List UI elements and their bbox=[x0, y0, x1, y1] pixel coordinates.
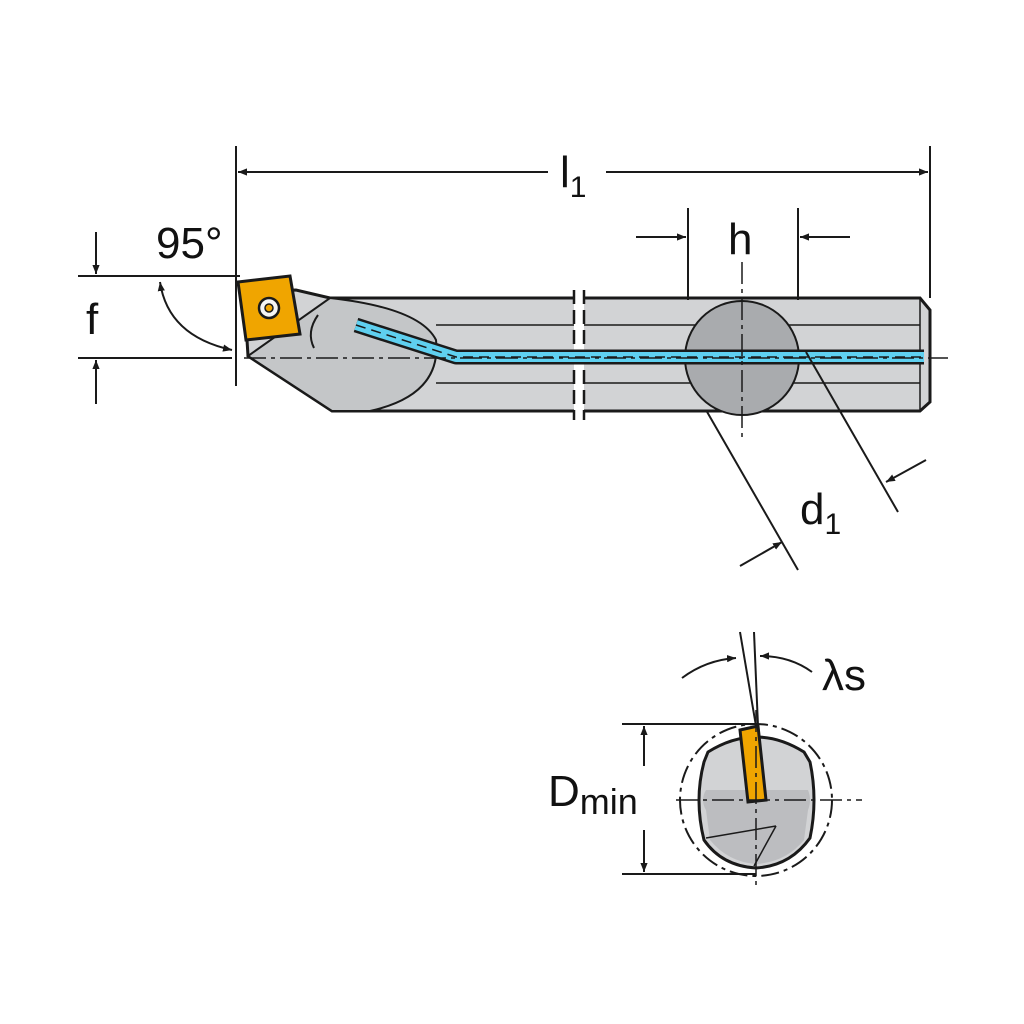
svg-text:l1: l1 bbox=[560, 148, 586, 204]
length-label-sub: 1 bbox=[570, 171, 587, 204]
shank-label-sub: 1 bbox=[824, 508, 841, 541]
dimension-angle: 95° bbox=[156, 219, 233, 352]
shank-label: d bbox=[800, 485, 824, 534]
svg-text:d1: d1 bbox=[800, 485, 841, 541]
dimension-dmin: Dmin bbox=[548, 723, 756, 875]
svg-text:Dmin: Dmin bbox=[548, 767, 638, 822]
inclination-label: λs bbox=[822, 651, 866, 700]
dimension-l1: l1 bbox=[235, 146, 931, 386]
dimension-lambda-s: λs bbox=[681, 631, 866, 727]
min-bore-label: D bbox=[548, 767, 580, 816]
min-bore-label-sub: min bbox=[580, 781, 638, 822]
angle-label: 95° bbox=[156, 219, 223, 268]
dimension-d1: d1 bbox=[705, 351, 927, 571]
insert bbox=[236, 274, 302, 342]
dimension-h: h bbox=[636, 208, 850, 440]
offset-label: f bbox=[86, 295, 99, 344]
height-label: h bbox=[728, 215, 752, 264]
dimension-f: f bbox=[78, 232, 240, 404]
front-view bbox=[676, 710, 862, 886]
side-view bbox=[236, 274, 948, 420]
length-label: l bbox=[560, 148, 570, 197]
